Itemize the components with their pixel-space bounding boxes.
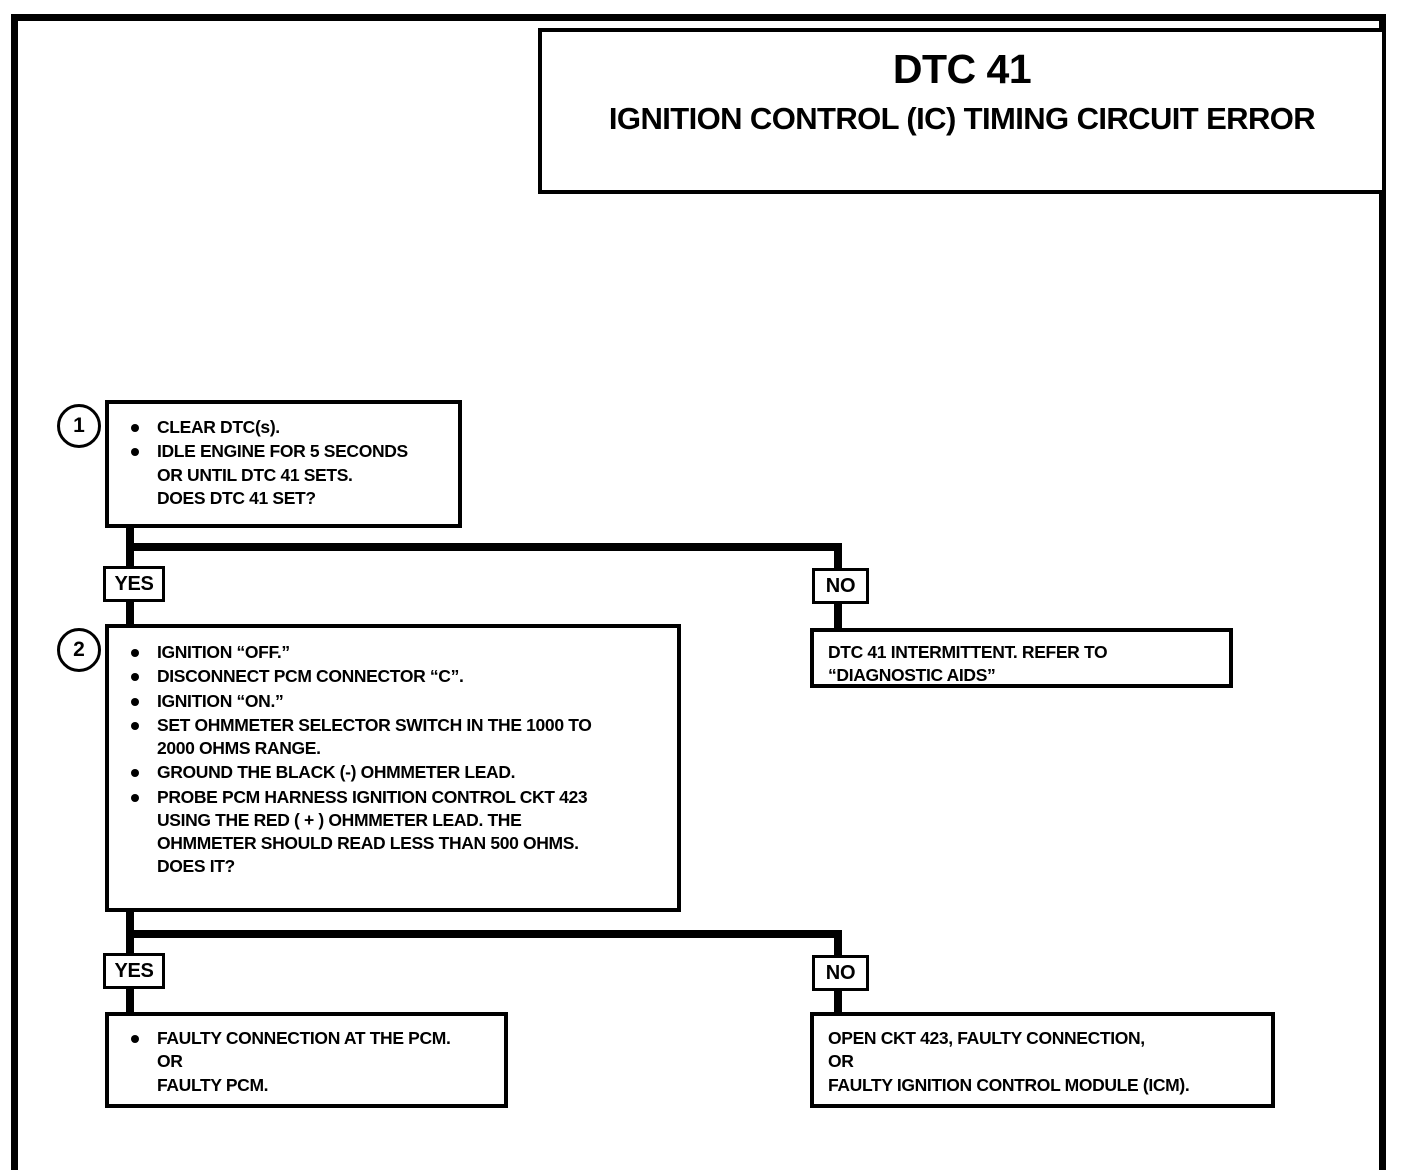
title-block: DTC 41 IGNITION CONTROL (IC) TIMING CIRC…: [538, 28, 1386, 194]
connector-step2-down: [126, 912, 134, 936]
list-item: IDLE ENGINE FOR 5 SECONDS OR UNTIL DTC 4…: [121, 440, 448, 510]
result-box-dtc41-intermittent: DTC 41 INTERMITTENT. REFER TO “DIAGNOSTI…: [810, 628, 1233, 688]
branch-label-step2-no: NO: [812, 955, 869, 991]
step-1-instruction-list: CLEAR DTC(s). IDLE ENGINE FOR 5 SECONDS …: [121, 416, 448, 510]
connector-step1-no-down: [834, 543, 842, 571]
step-2-box: IGNITION “OFF.” DISCONNECT PCM CONNECTOR…: [105, 624, 681, 912]
step-number-1: 1: [57, 404, 101, 448]
result-box-faulty-pcm: FAULTY CONNECTION AT THE PCM. OR FAULTY …: [105, 1012, 508, 1108]
branch-label-step1-no: NO: [812, 568, 869, 604]
connector-step1-horizontal: [126, 543, 842, 551]
step-1-box: CLEAR DTC(s). IDLE ENGINE FOR 5 SECONDS …: [105, 400, 462, 528]
list-item: IGNITION “OFF.”: [121, 641, 667, 664]
branch-label-step2-yes: YES: [103, 953, 165, 989]
list-item: DISCONNECT PCM CONNECTOR “C”.: [121, 665, 667, 688]
connector-step2-horizontal: [126, 930, 842, 938]
list-item: CLEAR DTC(s).: [121, 416, 448, 439]
result-box-open-ckt-423: OPEN CKT 423, FAULTY CONNECTION, OR FAUL…: [810, 1012, 1275, 1108]
list-item: FAULTY CONNECTION AT THE PCM. OR FAULTY …: [121, 1027, 496, 1097]
result-text: DTC 41 INTERMITTENT. REFER TO “DIAGNOSTI…: [828, 642, 1108, 686]
result-list: FAULTY CONNECTION AT THE PCM. OR FAULTY …: [121, 1027, 496, 1097]
dtc-code-title: DTC 41: [892, 46, 1032, 92]
connector-step1-down: [126, 528, 134, 550]
page-border: [11, 14, 1386, 1170]
connector-step1-yes-down: [126, 543, 134, 571]
connector-step1-yes-to-step2: [126, 600, 134, 626]
connector-step1-no-to-result: [834, 602, 842, 630]
step-number-2: 2: [57, 628, 101, 672]
list-item: PROBE PCM HARNESS IGNITION CONTROL CKT 4…: [121, 786, 667, 879]
connector-step2-yes-to-result: [126, 988, 134, 1014]
list-item: GROUND THE BLACK (-) OHMMETER LEAD.: [121, 761, 667, 784]
connector-step2-yes-down: [126, 930, 134, 958]
dtc-description-title: IGNITION CONTROL (IC) TIMING CIRCUIT ERR…: [608, 101, 1316, 137]
list-item: SET OHMMETER SELECTOR SWITCH IN THE 1000…: [121, 714, 667, 761]
result-text: OPEN CKT 423, FAULTY CONNECTION, OR FAUL…: [828, 1028, 1190, 1095]
branch-label-step1-yes: YES: [103, 566, 165, 602]
connector-step2-no-down: [834, 930, 842, 958]
connector-step2-no-to-result: [834, 990, 842, 1014]
step-2-instruction-list: IGNITION “OFF.” DISCONNECT PCM CONNECTOR…: [121, 641, 667, 879]
list-item: IGNITION “ON.”: [121, 690, 667, 713]
